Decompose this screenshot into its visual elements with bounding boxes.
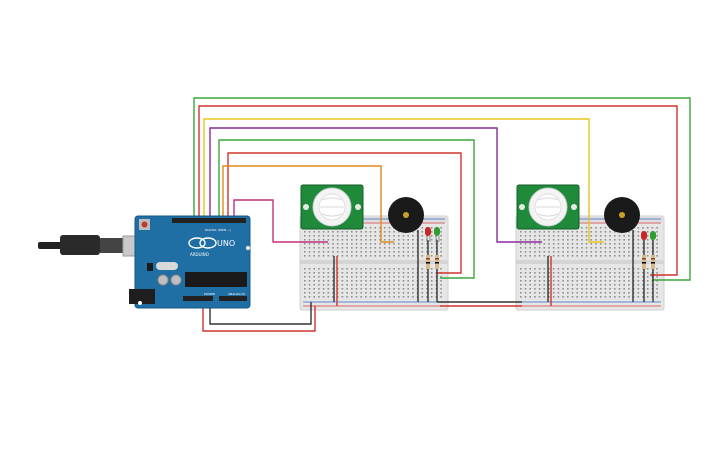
wire-orange	[222, 165, 394, 243]
wire-red-5v	[202, 298, 316, 332]
resistor-2a[interactable]	[642, 255, 646, 269]
wire-black-gnd	[209, 298, 312, 325]
wires	[193, 97, 691, 332]
power-header-label: POWER	[204, 292, 215, 296]
wire-red-inner	[227, 152, 462, 274]
wire-magenta	[233, 199, 328, 243]
usb-cable[interactable]	[38, 235, 142, 257]
wire-purple	[209, 127, 542, 243]
buzzer-1[interactable]	[388, 197, 424, 233]
led-green-2[interactable]	[650, 231, 656, 240]
led-red-1[interactable]	[425, 227, 431, 242]
wire-yellow	[203, 118, 604, 243]
led-red-2[interactable]	[641, 231, 647, 240]
breadboard-1-holes	[304, 227, 442, 298]
breadboard-2[interactable]	[515, 215, 665, 311]
pir-sensor-1[interactable]	[300, 184, 364, 230]
resistor-1a[interactable]	[426, 255, 430, 269]
wire-red-outer	[198, 105, 678, 276]
digital-header-label: DIGITAL (PWM ~)	[205, 228, 231, 232]
buzzer-2[interactable]	[604, 197, 640, 233]
wire-green-outer	[193, 97, 691, 281]
resistor-1b[interactable]	[435, 255, 439, 269]
wire-green-inner	[218, 139, 475, 279]
led-green-1[interactable]	[434, 227, 440, 242]
pir-sensor-2[interactable]	[516, 184, 580, 230]
analog-header-label: ANALOG IN	[228, 292, 245, 296]
resistor-2b[interactable]	[651, 255, 655, 269]
arduino-brand-text: ARDUINO	[190, 252, 209, 257]
arduino-logo-text: UNO	[217, 239, 235, 248]
arduino-uno-board[interactable]: UNO ARDUINO DIGITAL (PWM ~) POWER ANALOG…	[129, 215, 251, 309]
